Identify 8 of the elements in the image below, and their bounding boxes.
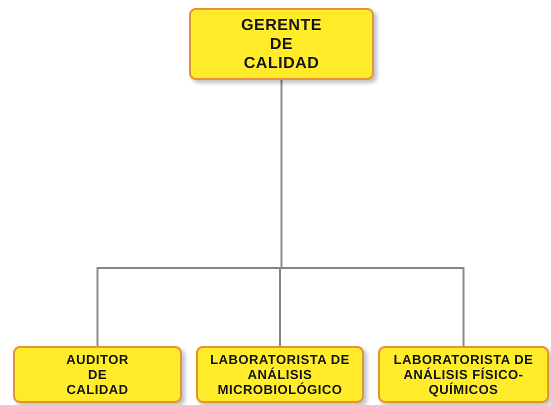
position-title: LABORATORISTA DE ANÁLISIS MICROBIOLÓGICO: [209, 352, 351, 397]
position-title: AUDITOR DE CALIDAD: [65, 352, 130, 397]
position-title: LABORATORISTA DE ANÁLISIS FÍSICO-QUÍMICOS: [392, 352, 534, 397]
position-title: GERENTE DE CALIDAD: [240, 16, 323, 72]
position-box: [13, 346, 182, 403]
position-box: [196, 346, 364, 403]
position-box: [378, 346, 549, 403]
position-box: [189, 8, 374, 80]
